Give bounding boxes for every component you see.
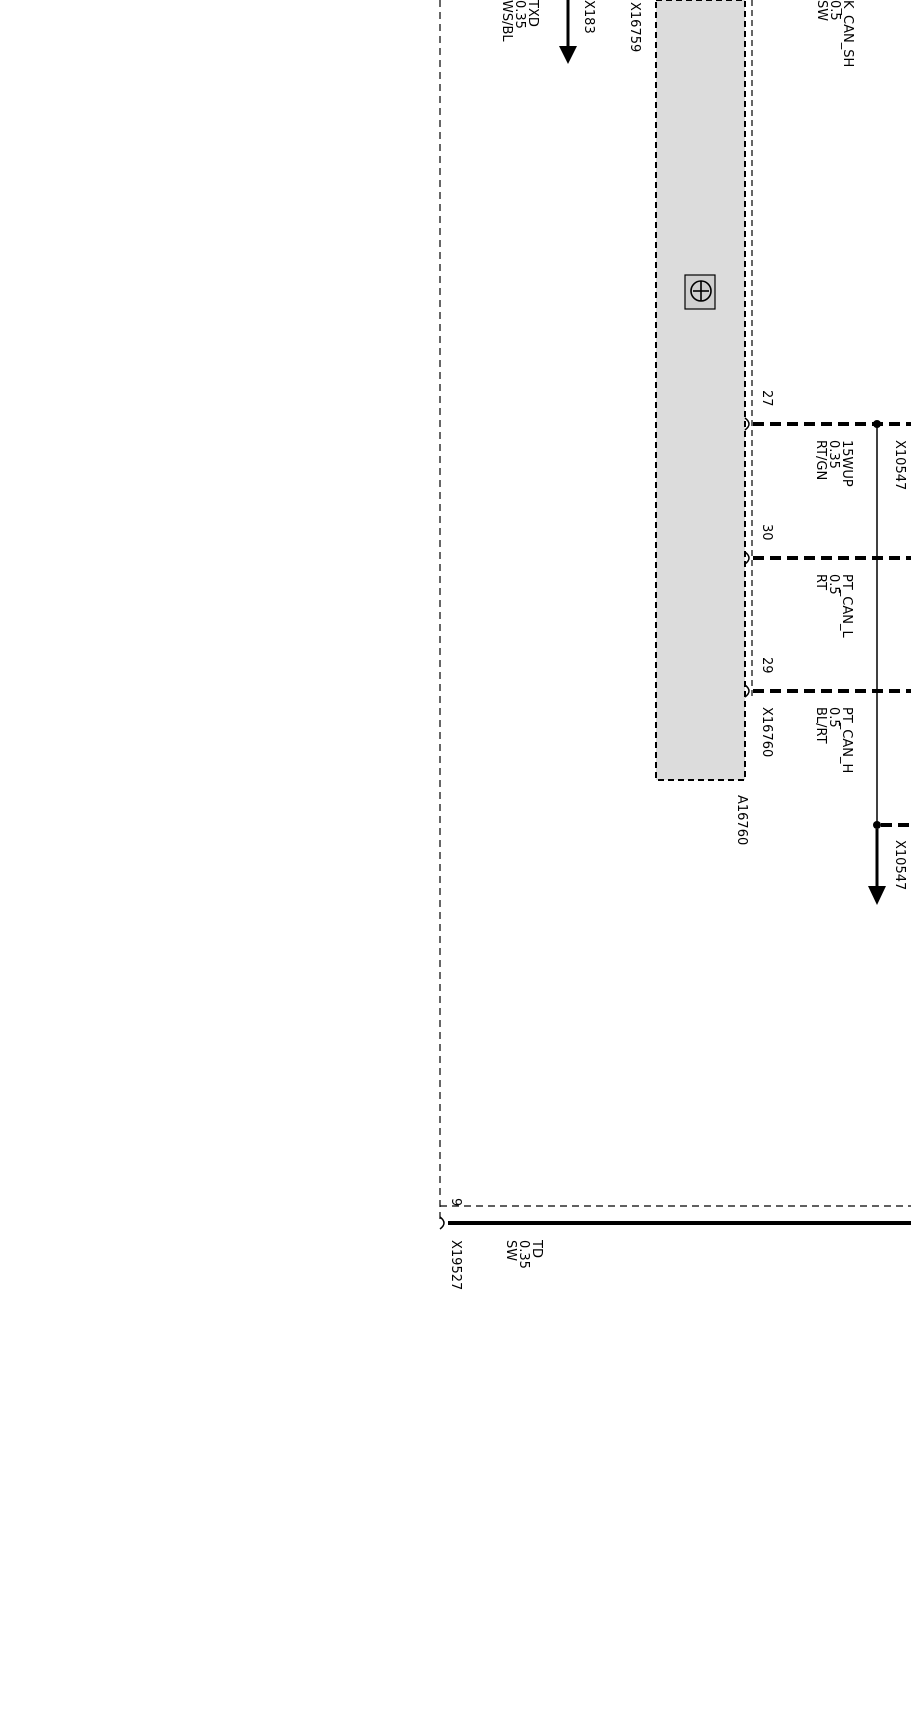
splice-bottom-label: X10547 bbox=[892, 840, 907, 891]
wire-gauge: 0.5 bbox=[826, 574, 841, 595]
module-body bbox=[655, 0, 746, 781]
pin-wire-29 bbox=[744, 684, 911, 698]
wire-name: 15WUP bbox=[839, 440, 854, 487]
connector-x16760-label: X16760 bbox=[759, 707, 774, 758]
wire-name: PT_CAN_H bbox=[839, 707, 854, 774]
wire-color: RT bbox=[813, 574, 828, 591]
pin-number-9: 9 bbox=[448, 1198, 463, 1207]
pin-wire-30 bbox=[744, 551, 911, 565]
wire-color: SW bbox=[503, 1240, 518, 1262]
pin-wire-27 bbox=[744, 417, 911, 431]
wire-color: SW bbox=[814, 0, 829, 22]
splice-dot-bottom bbox=[873, 821, 881, 829]
wire-color: BL/RT bbox=[813, 707, 828, 744]
wire-gauge: 0.35 bbox=[512, 0, 527, 29]
ground-icon bbox=[684, 274, 716, 310]
pin-29-wire-label: PT_CAN_H 0.5 BL/RT bbox=[813, 707, 854, 774]
wire-gauge: 0.5 bbox=[827, 0, 842, 21]
wire-gauge: 0.5 bbox=[826, 707, 841, 728]
wire-name: K_CAN_SH bbox=[840, 0, 855, 68]
connector-x183-label: X183 bbox=[581, 0, 596, 34]
module-id-label: A16760 bbox=[734, 795, 749, 846]
arrow-x10547 bbox=[868, 829, 886, 905]
pin-27-wire-label: 15WUP 0.35 RT/GN bbox=[813, 440, 854, 487]
top-left-wire-label: TXD 0.35 WS/BL bbox=[499, 0, 540, 42]
wire-name: TXD bbox=[525, 0, 540, 27]
wire-gauge: 0.35 bbox=[516, 1240, 531, 1269]
wire-gauge: 0.35 bbox=[826, 440, 841, 469]
arrow-x183 bbox=[559, 0, 577, 64]
pin-number-30: 30 bbox=[759, 524, 774, 541]
pin-9-wire-label: TD 0.35 SW bbox=[503, 1240, 544, 1269]
pin-30-wire-label: PT_CAN_L 0.5 RT bbox=[813, 574, 854, 638]
pin-wire-9 bbox=[439, 1216, 911, 1230]
connector-x19527-label: X19527 bbox=[448, 1240, 463, 1291]
wire-color: RT/GN bbox=[813, 440, 828, 481]
splice-dot-top bbox=[873, 420, 881, 428]
wire-name: PT_CAN_L bbox=[839, 574, 854, 638]
wire-name: TD bbox=[529, 1240, 544, 1258]
splice-top-label: X10547 bbox=[892, 440, 907, 491]
connector-x16759-label: X16759 bbox=[627, 2, 642, 53]
pin-number-29: 29 bbox=[759, 657, 774, 674]
wire-color: WS/BL bbox=[499, 0, 514, 42]
pin-number-27: 27 bbox=[759, 390, 774, 407]
top-right-wire-label: K_CAN_SH 0.5 SW bbox=[814, 0, 855, 68]
